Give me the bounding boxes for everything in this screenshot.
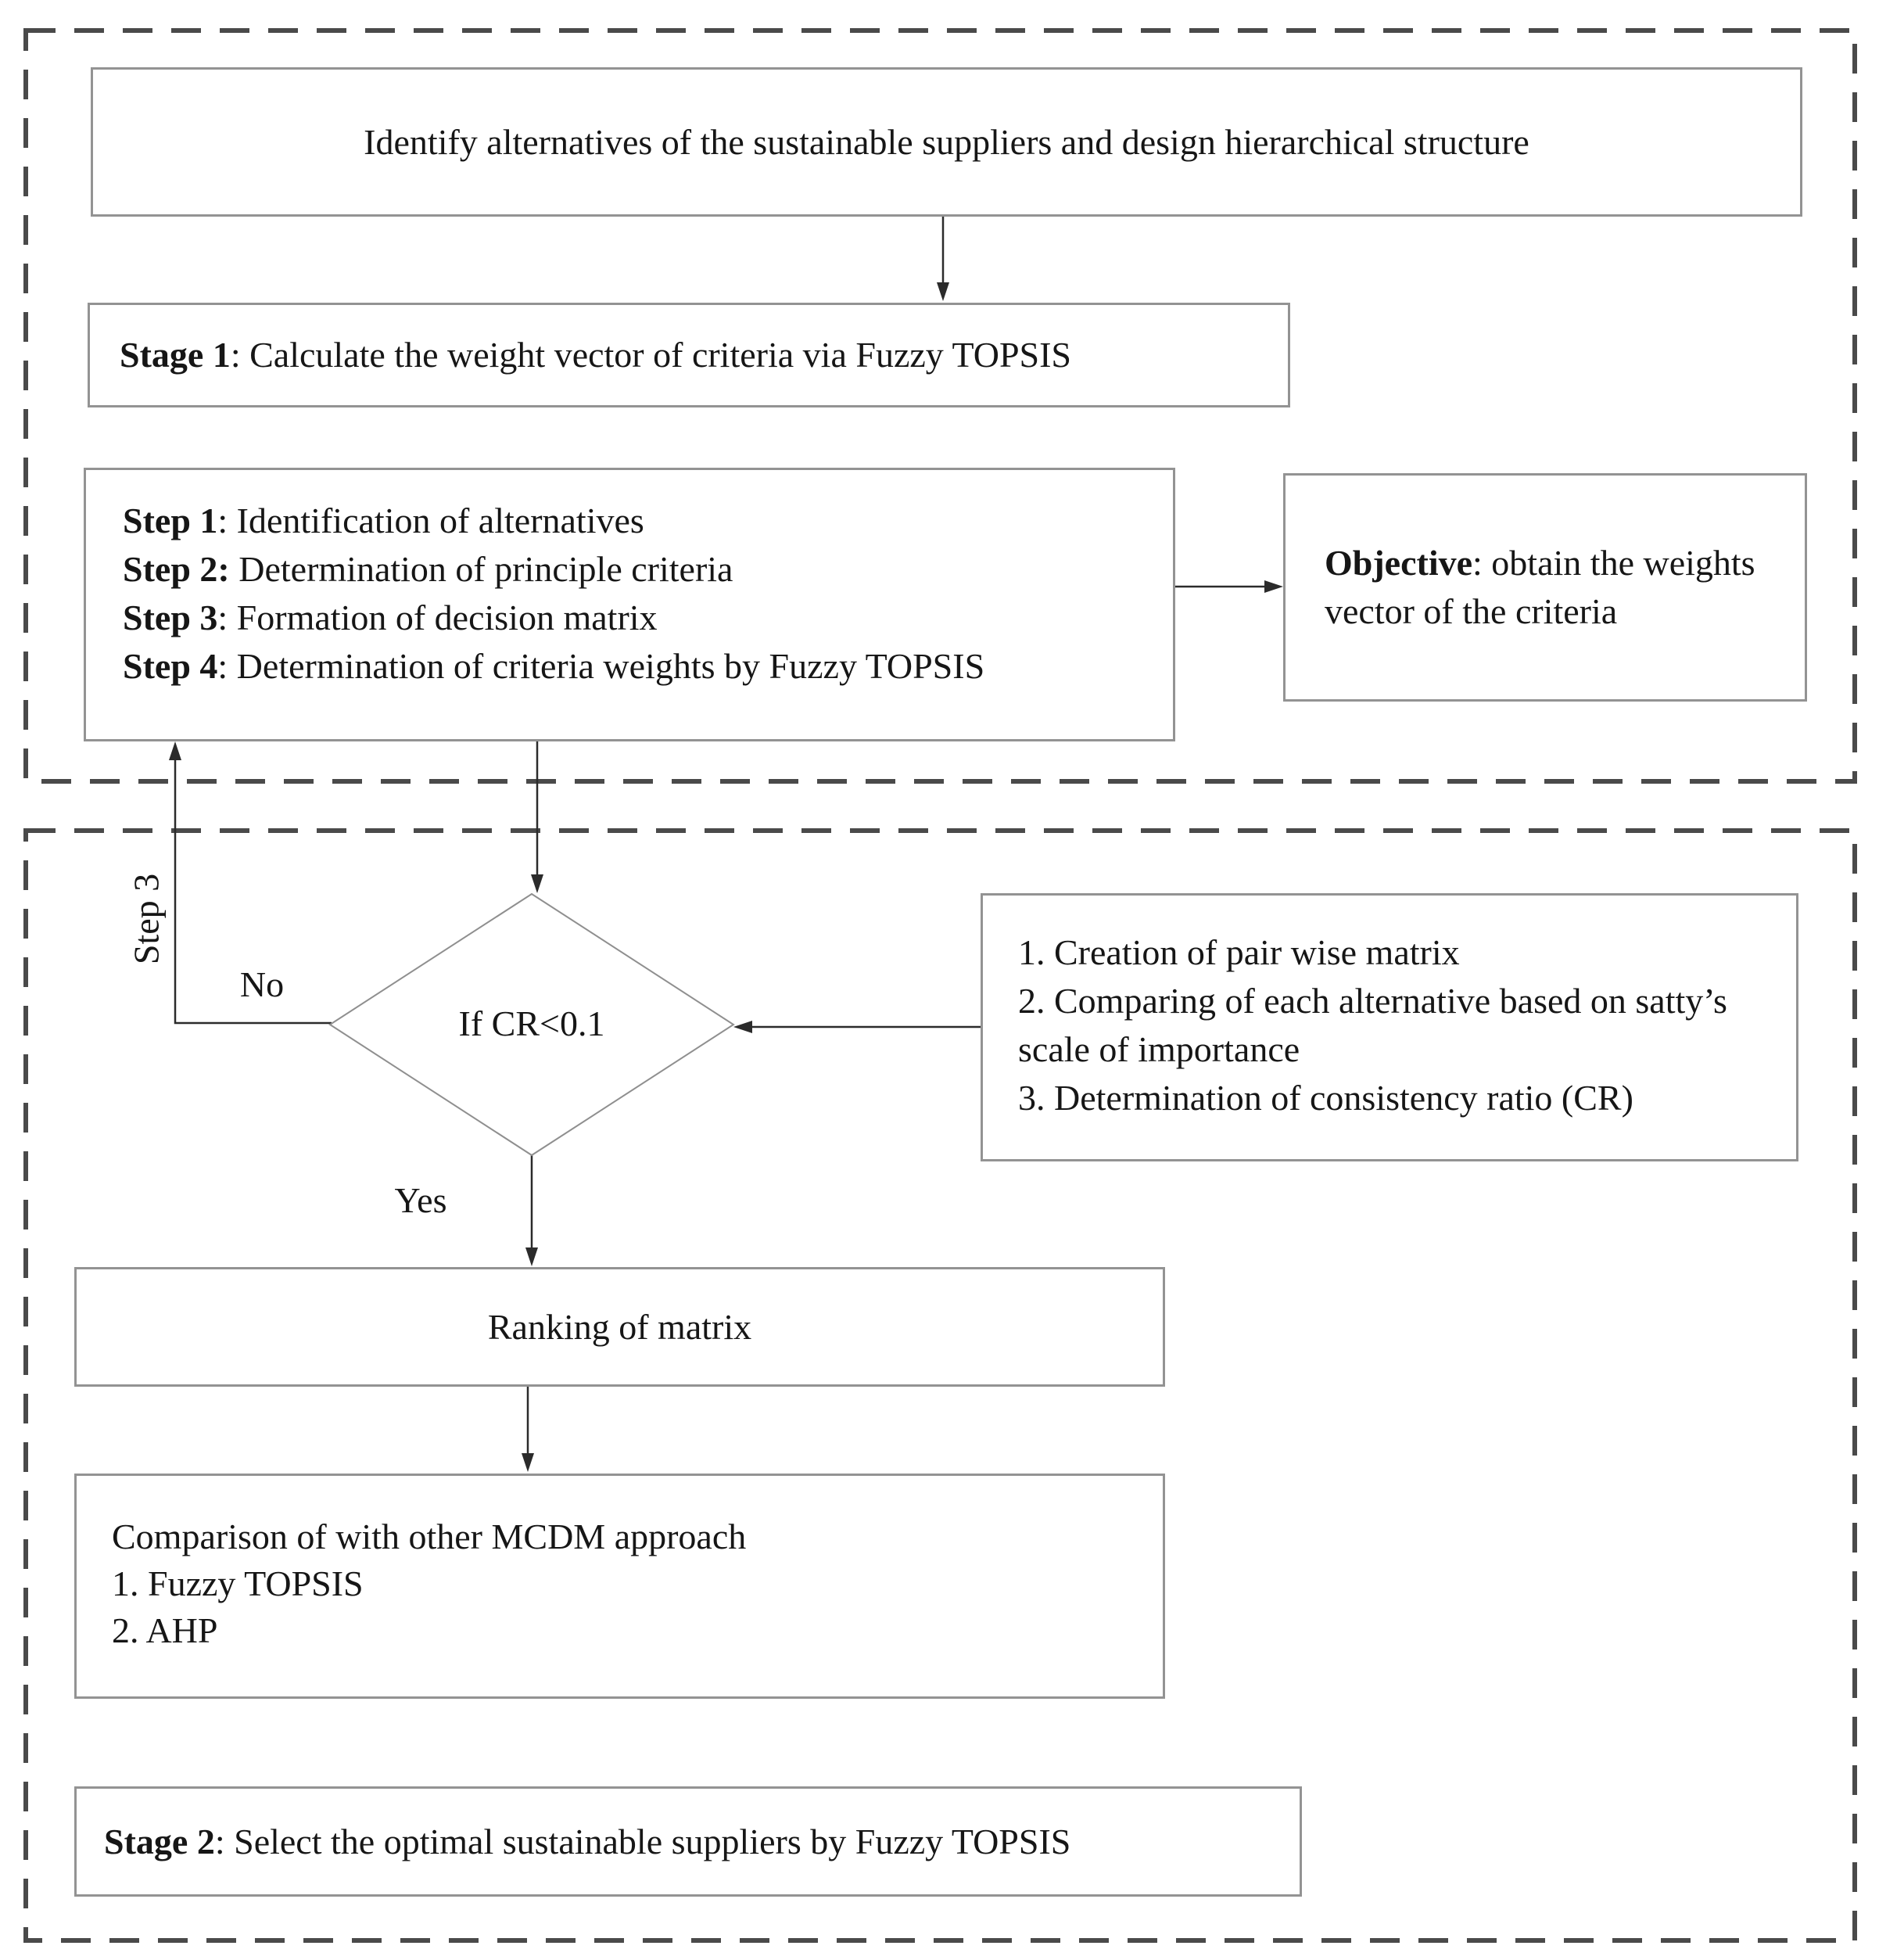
step3-feedback-label: Step 3 — [126, 873, 167, 965]
arrow-up-icon — [169, 741, 181, 760]
stage2-dashed-container — [23, 828, 1857, 1943]
no-branch-label: No — [239, 964, 285, 1004]
objective-text: Objective: obtain the weights vector of … — [1325, 543, 1755, 631]
ranking-text: Ranking of matrix — [487, 1306, 752, 1347]
decision-condition-text: If CR<0.1 — [458, 1003, 605, 1043]
comparison-box: Comparison of with other MCDM approach 1… — [74, 1474, 1165, 1699]
flow-connectors — [174, 217, 1268, 1456]
decision-diamond-shape — [328, 892, 735, 1157]
arrow-down-icon — [525, 1247, 538, 1266]
identify-alternatives-text: Identify alternatives of the sustainable… — [364, 121, 1529, 162]
step-line: Step 1: Identification of alternatives — [123, 501, 644, 540]
step-line: Step 4: Determination of criteria weight… — [123, 646, 985, 686]
comparison-line: 2. AHP — [112, 1610, 218, 1650]
stage2-box: Stage 2: Select the optimal sustainable … — [74, 1786, 1302, 1897]
pairwise-criteria-box: 1. Creation of pair wise matrix 2. Compa… — [981, 893, 1798, 1161]
identify-alternatives-box: Identify alternatives of the sustainable… — [91, 67, 1802, 217]
stage1-text: Stage 1: Calculate the weight vector of … — [120, 335, 1072, 375]
objective-box: Objective: obtain the weights vector of … — [1283, 473, 1807, 702]
arrow-right-icon — [1264, 580, 1283, 593]
comparison-line: Comparison of with other MCDM approach — [112, 1517, 747, 1556]
stage1-box: Stage 1: Calculate the weight vector of … — [88, 303, 1290, 407]
ranking-box: Ranking of matrix — [74, 1267, 1165, 1387]
arrowheads — [169, 282, 1283, 1472]
arrow-down-icon — [937, 282, 949, 301]
step-line: Step 2: Determination of principle crite… — [123, 549, 733, 589]
stage2-text: Stage 2: Select the optimal sustainable … — [104, 1821, 1071, 1861]
comparison-line: 1. Fuzzy TOPSIS — [112, 1563, 364, 1603]
step-line: Step 3: Formation of decision matrix — [123, 598, 658, 637]
yes-branch-label: Yes — [394, 1180, 447, 1220]
stage1-dashed-container — [23, 28, 1857, 784]
arrow-down-icon — [522, 1453, 534, 1472]
criteria-line: 2. Comparing of each alternative based o… — [1018, 981, 1727, 1069]
criteria-line: 3. Determination of consistency ratio (C… — [1018, 1078, 1633, 1118]
criteria-line: 1. Creation of pair wise matrix — [1018, 932, 1460, 972]
arrow-down-icon — [531, 874, 543, 893]
arrow-left-icon — [733, 1021, 752, 1033]
steps-box: Step 1: Identification of alternatives S… — [84, 468, 1175, 741]
